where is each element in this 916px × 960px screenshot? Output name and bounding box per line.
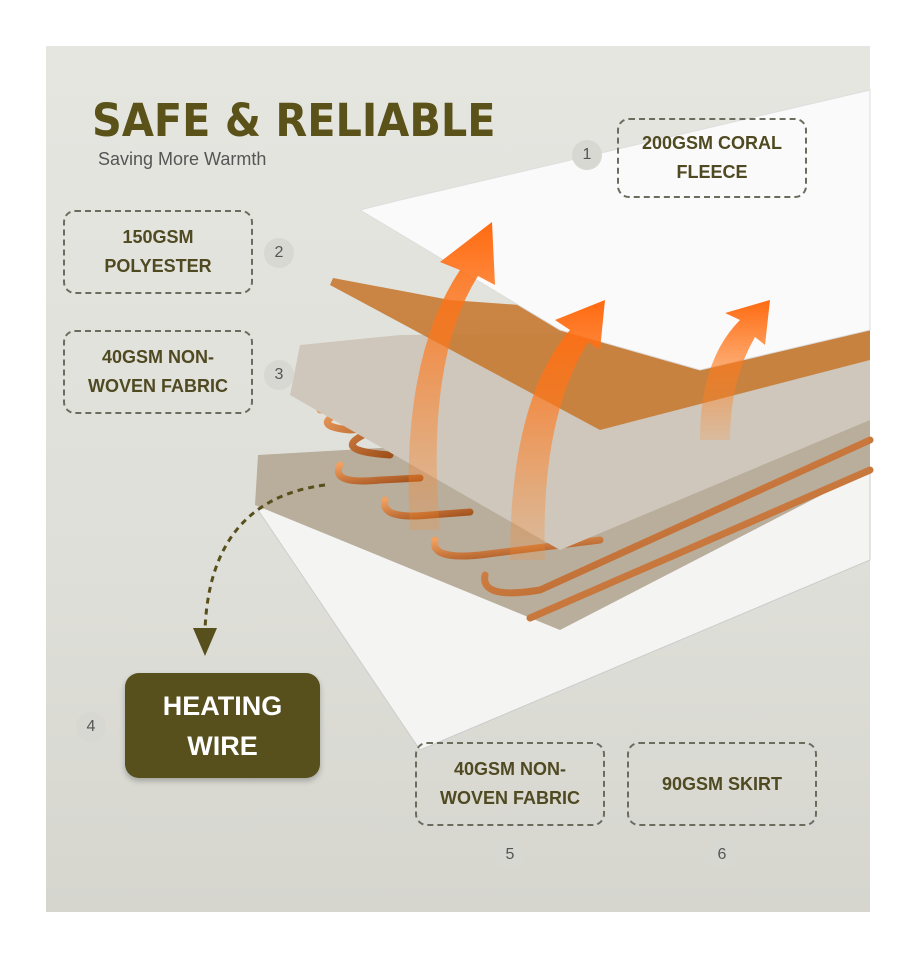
layer-number-4: 4 — [76, 712, 106, 742]
layer-number-1: 1 — [572, 140, 602, 170]
dashed-arrow-line — [203, 483, 326, 631]
label-polyester: 150GSM POLYESTER — [63, 210, 253, 294]
label-nonwoven-bottom: 40GSM NON- WOVEN FABRIC — [415, 742, 605, 826]
page-title: SAFE & RELIABLE — [92, 94, 496, 147]
heat-arrows — [408, 222, 770, 560]
heating-wire-text: HEATING WIRE — [162, 690, 283, 761]
layer-number-3: 3 — [264, 360, 294, 390]
layer-number-2: 2 — [264, 238, 294, 268]
label-nonwoven-top: 40GSM NON- WOVEN FABRIC — [63, 330, 253, 414]
layer-coral-fleece — [358, 89, 871, 371]
label-skirt: 90GSM SKIRT — [627, 742, 817, 826]
page-subtitle: Saving More Warmth — [98, 149, 267, 169]
arrow-down-icon — [193, 628, 217, 656]
heating-wire — [316, 401, 874, 622]
label-coral-fleece: 200GSM CORAL FLEECE — [617, 118, 807, 198]
layer-number-6: 6 — [707, 840, 737, 870]
layer-polyester — [330, 278, 870, 430]
heating-wire-label: HEATING WIRE — [125, 673, 320, 778]
layer-number-5: 5 — [495, 840, 525, 870]
